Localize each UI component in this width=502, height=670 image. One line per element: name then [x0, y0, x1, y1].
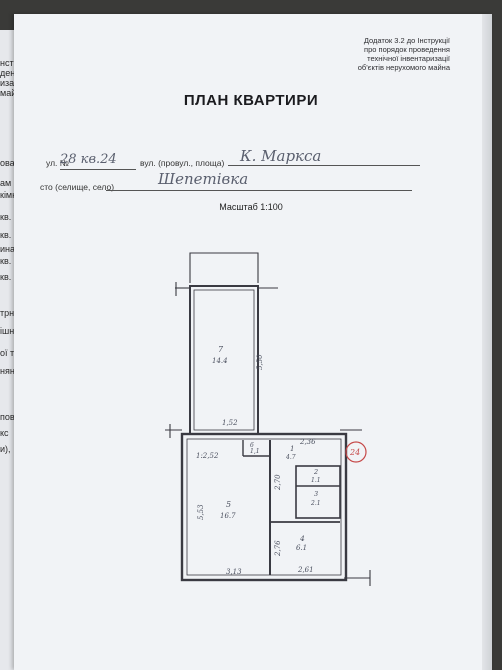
page-title: ПЛАН КВАРТИРИ	[183, 92, 319, 109]
appendix-line: Додаток 3.2 до Інструкції	[363, 36, 450, 45]
under-sheet-text: инат	[0, 244, 19, 254]
room-number: 4	[299, 534, 305, 543]
city-label: сто (селище, село)	[40, 182, 115, 192]
room-area: 1.1	[311, 477, 321, 484]
under-sheet-text: ої т	[0, 348, 15, 358]
room-number: 6	[250, 442, 254, 449]
under-sheet-text: ован	[0, 158, 20, 168]
room-area: 6.1	[296, 544, 307, 552]
dim-252: 1:2,52	[196, 452, 219, 460]
dim-110: 1,1	[250, 448, 260, 455]
room-1: 1 4.7	[285, 445, 296, 461]
under-sheet-text: кс	[0, 428, 9, 438]
under-sheet-text: дення	[0, 68, 26, 78]
dim-550: 5,50	[256, 354, 264, 370]
room-area: 14.4	[212, 357, 228, 365]
room-area: 4.7	[285, 454, 296, 461]
under-sheet-text: ам	[0, 178, 12, 188]
scale-label: Масштаб 1:100	[219, 202, 283, 212]
room-number: 5	[226, 500, 231, 509]
dim-276: 2,76	[274, 540, 282, 557]
under-sheet-text: и),	[0, 444, 11, 454]
street-label: вул. (провул., площа)	[140, 158, 225, 168]
street-underline	[228, 165, 420, 166]
room-4: 4 6.1	[296, 534, 307, 552]
dim-270: 2,70	[274, 474, 282, 491]
house-underline	[60, 169, 136, 170]
city-value: Шепетівка	[158, 170, 249, 188]
appendix-line: об'єктів нерухомого майна	[357, 63, 450, 72]
dim-236: 2,36	[299, 438, 316, 446]
appendix-line: про порядок проведення	[364, 45, 450, 54]
room-6: 6	[250, 442, 254, 449]
under-sheet-text: ішн	[0, 326, 15, 336]
room-number: 3	[314, 490, 318, 498]
appendix-line: технічної інвентаризації	[367, 54, 450, 63]
under-sheet-text: трн	[0, 308, 15, 318]
under-sheet-text: майна	[0, 88, 26, 98]
under-sheet-text: нян	[0, 366, 15, 376]
room-area: 2.1	[310, 500, 321, 507]
under-sheet-text: кв. м	[0, 272, 20, 282]
room-3: 3 2.1	[310, 490, 321, 507]
sheet-edge	[482, 14, 492, 670]
room-5: 5 16.7	[220, 500, 236, 520]
appendix-note: Додаток 3.2 до Інструкції про порядок пр…	[250, 36, 450, 72]
room-number: 1	[290, 445, 294, 453]
under-sheet-text: изації	[0, 78, 24, 88]
city-underline	[106, 190, 412, 191]
house-number-label: ул. №	[46, 158, 69, 168]
room-number: 7	[218, 345, 224, 354]
apartment-number: 24	[349, 448, 360, 457]
dim-553: 5,53	[197, 504, 205, 520]
under-sheet-text: кв. м	[0, 230, 20, 240]
dim-152: 1,52	[222, 419, 238, 427]
room-7: 7 14.4	[212, 345, 228, 365]
house-number-value: 28 кв.24	[60, 152, 117, 167]
under-sheet-text: пов	[0, 412, 15, 422]
dim-313: 3,13	[226, 568, 242, 576]
document-sheet	[14, 14, 492, 670]
room-number: 2	[313, 468, 318, 476]
room-2: 2 1.1	[311, 468, 321, 484]
under-sheet-text: кімн	[0, 190, 18, 200]
under-sheet-text: кв. м	[0, 256, 20, 266]
room-area: 16.7	[220, 512, 236, 520]
dim-261: 2,61	[297, 566, 314, 574]
under-sheet-text: кв. м	[0, 212, 20, 222]
street-value: К. Маркса	[240, 147, 322, 165]
